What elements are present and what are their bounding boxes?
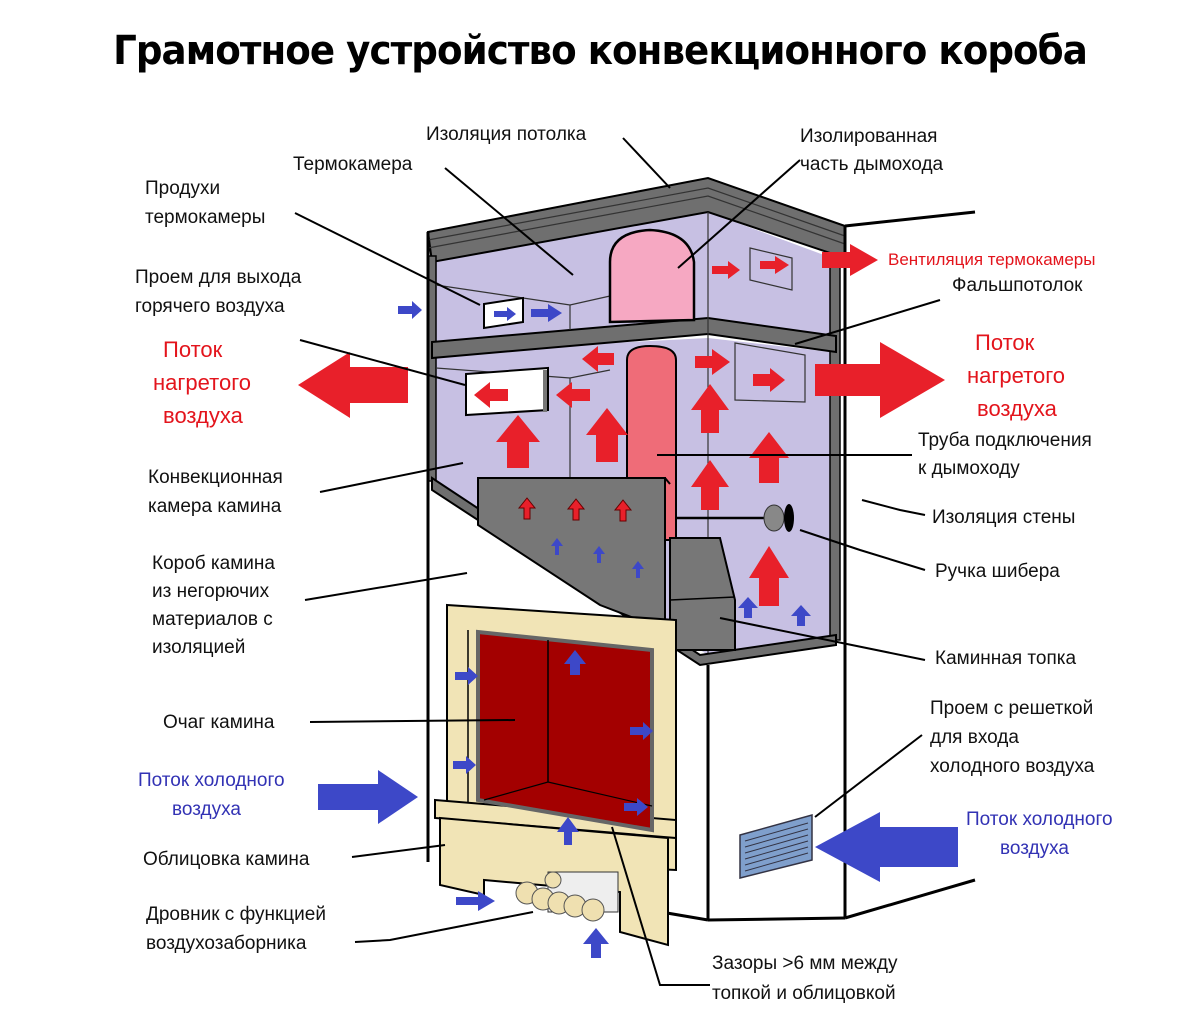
- hot-air-exit-arrow-left: [298, 352, 408, 418]
- label-gaps: Зазоры >6 мм между топкой и облицовкой: [712, 953, 903, 1004]
- wall-insulation-right: [829, 253, 841, 641]
- cold-air-inlet-arrow-left: [318, 770, 418, 824]
- woodpile: [515, 871, 619, 922]
- convection-chamber-wall-right: [708, 338, 832, 655]
- hot-air-arrow: [474, 382, 508, 408]
- label-cold-air-flow-right: Поток холодного воздуха: [966, 809, 1118, 859]
- cold-air-inlet-arrow-right: [815, 812, 958, 882]
- label-woodpile: Дровник с функцией воздухозаборника: [146, 904, 331, 954]
- label-facing: Облицовка камина: [143, 849, 310, 870]
- label-grille-opening: Проем с решеткой для входа холодного воз…: [930, 698, 1098, 777]
- labels: Изоляция потолка Термокамера Изолированн…: [135, 124, 1118, 1004]
- air-grille: [739, 814, 813, 879]
- label-thermochamber: Термокамера: [293, 154, 413, 175]
- label-wall-insulation: Изоляция стены: [932, 507, 1075, 528]
- chamber-floor: [431, 476, 837, 667]
- label-fireplace-box: Короб камина из негорючих материалов с и…: [152, 553, 280, 658]
- label-firebox-insert: Каминная топка: [935, 648, 1077, 669]
- label-convection-chamber: Конвекционная камера камина: [148, 467, 288, 517]
- cold-air-arrows: [318, 301, 958, 958]
- label-chimney-connection-pipe: Труба подключения к дымоходу: [918, 430, 1097, 479]
- label-thermochamber-ventilation: Вентиляция термокамеры: [888, 250, 1095, 269]
- insulated-chimney-part: [608, 228, 696, 324]
- hot-air-exit-arrow-right: [815, 342, 945, 418]
- page-title: Грамотное устройство конвекционного коро…: [113, 28, 1088, 74]
- thermochamber-vent-arrow: [822, 244, 878, 276]
- leader-lines: [294, 137, 941, 986]
- label-damper-handle: Ручка шибера: [935, 561, 1060, 582]
- damper-handle: [676, 504, 794, 532]
- hearth: [476, 629, 654, 833]
- hot-air-arrows: [298, 244, 945, 606]
- label-hot-air-flow-right: Поток нагретого воздуха: [967, 330, 1071, 421]
- label-cold-air-flow-left: Поток холодного воздуха: [138, 770, 290, 820]
- label-hot-air-flow-left: Поток нагретого воздуха: [153, 337, 257, 428]
- label-thermochamber-vents: Продухи термокамеры: [145, 178, 265, 228]
- hot-air-outlet-right: [734, 342, 806, 403]
- label-ceiling-insulation: Изоляция потолка: [426, 124, 587, 145]
- label-false-ceiling: Фальшпотолок: [952, 275, 1083, 296]
- label-insulated-chimney: Изолированная часть дымохода: [800, 126, 944, 175]
- thermochamber-vent-right: [749, 247, 793, 291]
- label-hot-air-outlet: Проем для выхода горячего воздуха: [135, 267, 307, 317]
- label-hearth: Очаг камина: [163, 712, 275, 733]
- thermochamber-wall-right: [708, 212, 832, 336]
